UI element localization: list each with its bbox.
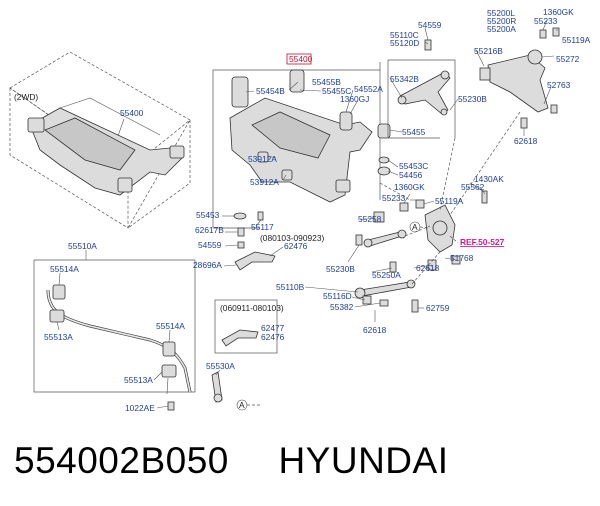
label-55233-mid: 55233 — [382, 193, 406, 203]
label-55116d: 55116D — [323, 291, 352, 301]
stabilizer-drawing: A — [46, 284, 248, 411]
label-55233-top: 55233 — [534, 16, 558, 26]
label-55110c: 55110C — [390, 30, 419, 40]
upper-arm-drawing — [397, 39, 451, 116]
label-52763: 52763 — [547, 80, 571, 90]
label-55200a: 55200A — [487, 24, 516, 34]
label-55510a: 55510A — [68, 241, 97, 251]
label-55230b-lower: 55230B — [326, 264, 355, 274]
label-1430ak: 1430AK — [474, 174, 504, 184]
reference-link[interactable]: REF.50-527 — [460, 237, 505, 247]
label-55530a: 55530A — [206, 361, 235, 371]
label-62477: 62477 — [261, 323, 285, 333]
part-caption: 554002B050 HYUNDAI — [14, 440, 448, 482]
label-55119a-mid: 55119A — [435, 196, 464, 206]
label-51768: 51768 — [450, 253, 474, 263]
label-1360gk-top: 1360GK — [543, 7, 574, 17]
circle-marker-a-upper: A — [412, 222, 418, 232]
label-54456: 54456 — [399, 170, 423, 180]
inset-subframe-drawing: 55400 — [27, 97, 185, 196]
label-55453: 55453 — [196, 210, 220, 220]
label-54559-upper: 54559 — [418, 20, 442, 30]
label-1360gk-mid: 1360GK — [394, 182, 425, 192]
label-55400-main: 55400 — [289, 54, 313, 64]
part-labels: 55455B 55454B 55455C 54552A 1360GJ 55342… — [44, 7, 591, 413]
label-55455c: 55455C — [322, 86, 351, 96]
label-55400-inset: 55400 — [120, 108, 144, 118]
label-55513a-left: 55513A — [44, 332, 73, 342]
label-55120d: 55120D — [390, 38, 419, 48]
label-55117: 55117 — [251, 222, 274, 232]
label-55216b: 55216B — [474, 46, 503, 56]
label-55455: 55455 — [402, 127, 426, 137]
label-55453c: 55453C — [399, 161, 428, 171]
label-62618-mid: 62618 — [416, 263, 440, 273]
label-55382: 55382 — [330, 302, 354, 312]
label-55200r: 55200R — [487, 16, 516, 26]
label-55342b: 55342B — [390, 74, 419, 84]
label-55562: 55562 — [461, 182, 485, 192]
label-53912a-upper: 53912A — [248, 154, 277, 164]
label-62617b: 62617B — [195, 225, 224, 235]
label-55272: 55272 — [556, 54, 580, 64]
highlight-box-55400 — [286, 53, 312, 65]
label-55455b: 55455B — [312, 77, 341, 87]
label-62476-lower: 62476 — [261, 332, 285, 342]
leader-lines — [56, 19, 558, 409]
left-small-parts — [233, 211, 363, 271]
label-54559-lower: 54559 — [198, 240, 222, 250]
stabilizer-box — [33, 259, 196, 393]
circle-marker-a-lower: A — [239, 400, 245, 410]
label-55513a-right: 55513A — [124, 375, 153, 385]
upper-arm-box — [387, 59, 456, 139]
label-62476-upper: 62476 — [284, 241, 308, 251]
lateral-links-drawing — [354, 211, 419, 313]
label-55514a-left: 55514A — [50, 264, 79, 274]
variant-2wd-label: (2WD) — [14, 92, 38, 102]
label-55200l: 55200L — [487, 8, 515, 18]
label-55230b-upper: 55230B — [458, 94, 487, 104]
label-55119a-top: 55119A — [562, 35, 591, 45]
variant-range-1: (080103-090923) — [260, 233, 324, 243]
bracket-variant-box — [214, 299, 278, 354]
variant-range-2: (060911-080103) — [220, 303, 284, 313]
label-54552a: 54552A — [354, 84, 383, 94]
rear-lower-arm-drawing — [479, 27, 560, 129]
label-53912a-lower: 53912A — [250, 177, 279, 187]
brand-name: HYUNDAI — [278, 440, 449, 481]
part-number: 554002B050 — [14, 440, 229, 481]
label-62618-bottom: 62618 — [363, 325, 387, 335]
label-55258: 55258 — [358, 214, 382, 224]
label-55110b: 55110B — [276, 282, 305, 292]
label-55454b: 55454B — [256, 86, 285, 96]
label-1022ae: 1022AE — [125, 403, 155, 413]
main-subframe-drawing — [229, 69, 391, 203]
label-62759: 62759 — [426, 303, 450, 313]
label-55250a: 55250A — [372, 270, 401, 280]
label-1360gj: 1360GJ — [340, 94, 369, 104]
label-62618-top: 62618 — [514, 136, 538, 146]
label-28696a: 28696A — [193, 260, 222, 270]
label-55514a-right: 55514A — [156, 321, 185, 331]
